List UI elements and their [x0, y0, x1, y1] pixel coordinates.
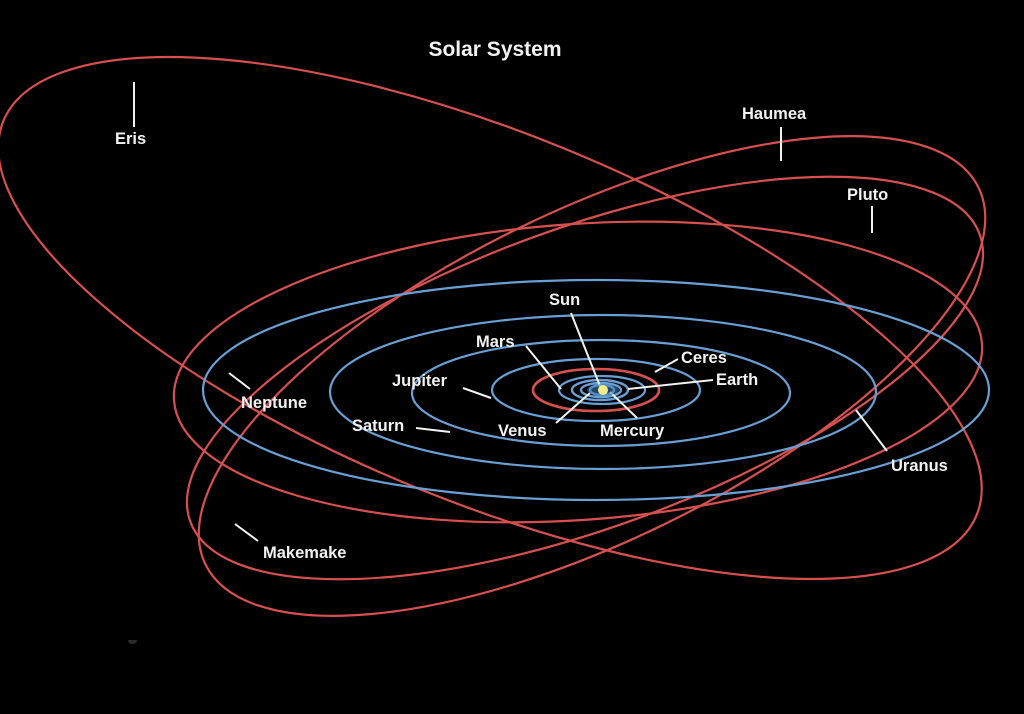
- orbit-uranus: [328, 313, 878, 471]
- orbit-earth: [570, 378, 630, 402]
- label-neptune: Neptune: [241, 394, 307, 412]
- leader-lines: [133, 82, 888, 542]
- orbit-ceres-front: [531, 367, 661, 413]
- leader-line-mars: [525, 345, 562, 390]
- label-eris: Eris: [115, 130, 147, 148]
- sun-icon: [598, 385, 608, 395]
- label-mars: Mars: [476, 333, 515, 351]
- leader-line-neptune: [228, 372, 251, 390]
- label-ceres: Ceres: [681, 349, 727, 367]
- label-pluto: Pluto: [847, 186, 889, 204]
- leader-line-makemake: [234, 523, 259, 542]
- label-mercury: Mercury: [600, 422, 665, 440]
- orbit-mars: [557, 374, 647, 406]
- label-makemake: Makemake: [263, 544, 347, 562]
- orbit-jupiter: [490, 357, 702, 423]
- leader-line-sun: [570, 312, 601, 387]
- leader-line-earth: [627, 379, 714, 390]
- leader-line-saturn: [415, 427, 451, 433]
- planet-orbits: [201, 278, 991, 502]
- orbit-saturn: [410, 338, 792, 448]
- label-saturn: Saturn: [352, 417, 405, 435]
- leader-line-uranus: [855, 409, 888, 452]
- diagram-title: Solar System: [428, 38, 562, 61]
- label-uranus: Uranus: [891, 457, 948, 475]
- leader-line-jupiter: [462, 387, 492, 399]
- orbit-neptune: [201, 278, 991, 502]
- leader-line-venus: [555, 392, 591, 424]
- orbit-venus: [579, 381, 623, 399]
- label-venus: Venus: [498, 422, 547, 440]
- label-sun: Sun: [549, 291, 581, 309]
- orbit-haumea: [197, 135, 987, 617]
- leader-line-ceres: [654, 358, 679, 373]
- leader-line-mercury: [609, 391, 638, 419]
- label-earth: Earth: [716, 371, 759, 389]
- orbit-makemake: [185, 175, 985, 581]
- artifact-mark: [128, 640, 137, 644]
- sun-group: [587, 384, 619, 396]
- label-haumea: Haumea: [742, 105, 807, 123]
- label-jupiter: Jupiter: [392, 372, 448, 390]
